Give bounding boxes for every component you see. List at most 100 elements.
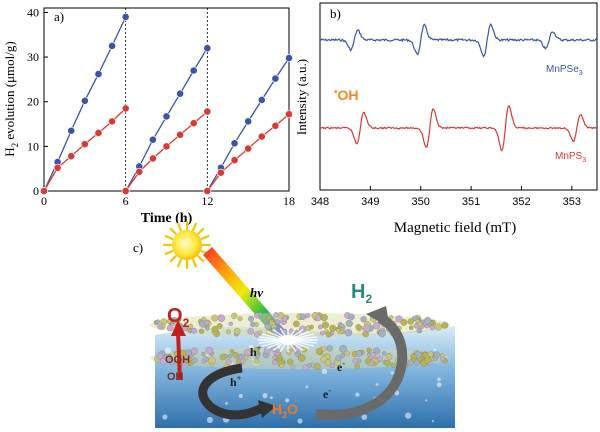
atom (376, 355, 383, 362)
bubble (425, 399, 428, 402)
atom (428, 351, 434, 358)
sun-ray (200, 235, 210, 240)
atom (181, 353, 187, 359)
atom (329, 362, 335, 368)
panel-label-b: b) (330, 6, 341, 21)
atom (205, 326, 210, 331)
atom (407, 318, 414, 325)
bubble (297, 418, 303, 424)
atom (227, 354, 233, 359)
bubble (405, 412, 412, 419)
atom (216, 323, 223, 329)
atom (287, 358, 294, 365)
x-tick-label: 12 (201, 194, 213, 208)
data-point (108, 117, 116, 126)
atom (326, 345, 333, 352)
atom (272, 355, 277, 360)
atom (266, 315, 272, 321)
atom (440, 356, 445, 362)
hydrogen-label: H2 (351, 281, 372, 306)
x-tick-label: 350 (412, 196, 430, 208)
photon-energy-label: hν (250, 285, 263, 300)
atom (372, 321, 381, 330)
atom (335, 355, 342, 362)
light-beam (203, 247, 292, 345)
atom (362, 324, 371, 333)
atom (274, 318, 281, 325)
atom (226, 329, 231, 335)
atom (355, 324, 362, 330)
atom (416, 328, 422, 334)
atom (232, 351, 239, 358)
atom (198, 328, 205, 334)
atom (434, 323, 442, 331)
atom (228, 321, 233, 327)
atom (205, 346, 214, 355)
atom (233, 328, 241, 335)
atom (191, 347, 198, 355)
data-point (203, 44, 212, 53)
atom (244, 349, 251, 357)
ooh-label: OOH (165, 354, 190, 366)
atom (240, 358, 246, 364)
data-point (285, 110, 293, 119)
bubble (433, 348, 437, 352)
bubble (224, 401, 228, 405)
atom (254, 353, 261, 359)
atom (409, 325, 414, 330)
data-point (80, 140, 89, 149)
y-tick-label: 30 (27, 50, 39, 64)
atom (254, 331, 261, 338)
atom (313, 363, 321, 370)
data-point (40, 187, 48, 195)
data-point (94, 129, 103, 137)
atom (237, 316, 243, 322)
atom (391, 362, 397, 368)
x-axis-label: Time (h) (141, 211, 193, 226)
atom (335, 328, 341, 333)
sun-ray (169, 227, 177, 235)
atom (345, 319, 353, 328)
photocatalysis-diagram: c) hν O2 H2 OOH OH h+ (133, 220, 455, 428)
y-tick-label: 20 (27, 95, 39, 109)
atom (352, 358, 358, 364)
atom (305, 313, 311, 318)
data-point (121, 187, 130, 195)
atom (411, 357, 417, 363)
oxygen-label: O2 (167, 305, 190, 330)
bubble (321, 368, 328, 375)
bubble (262, 393, 268, 399)
plot-frame (319, 2, 598, 191)
atom (204, 319, 210, 325)
x-tick-label: 0 (41, 194, 47, 208)
sun-ray (197, 255, 205, 263)
y-axis-label: Intensity (a.u.) (294, 59, 309, 135)
atom (395, 315, 403, 323)
atom (348, 313, 355, 321)
atom (339, 345, 347, 353)
hole-arrow-head (258, 400, 276, 418)
atom (381, 351, 387, 356)
atom (344, 350, 350, 356)
atom (247, 328, 254, 335)
atom (321, 321, 329, 329)
atom (273, 312, 279, 318)
data-point (257, 96, 266, 104)
atom (384, 359, 391, 367)
atom (263, 347, 271, 354)
atom (366, 347, 372, 353)
bubble (437, 377, 441, 382)
electron-label-lower: e- (323, 386, 331, 401)
data-point (271, 121, 280, 130)
sun-ray (164, 235, 174, 240)
atom (386, 353, 393, 360)
data-point (67, 126, 76, 135)
data-point (203, 187, 212, 195)
atom (307, 363, 312, 368)
x-tick-label: 352 (512, 196, 530, 208)
x-tick-label: 353 (563, 196, 581, 208)
data-point (244, 117, 253, 126)
panel-label-a: a) (54, 9, 64, 24)
